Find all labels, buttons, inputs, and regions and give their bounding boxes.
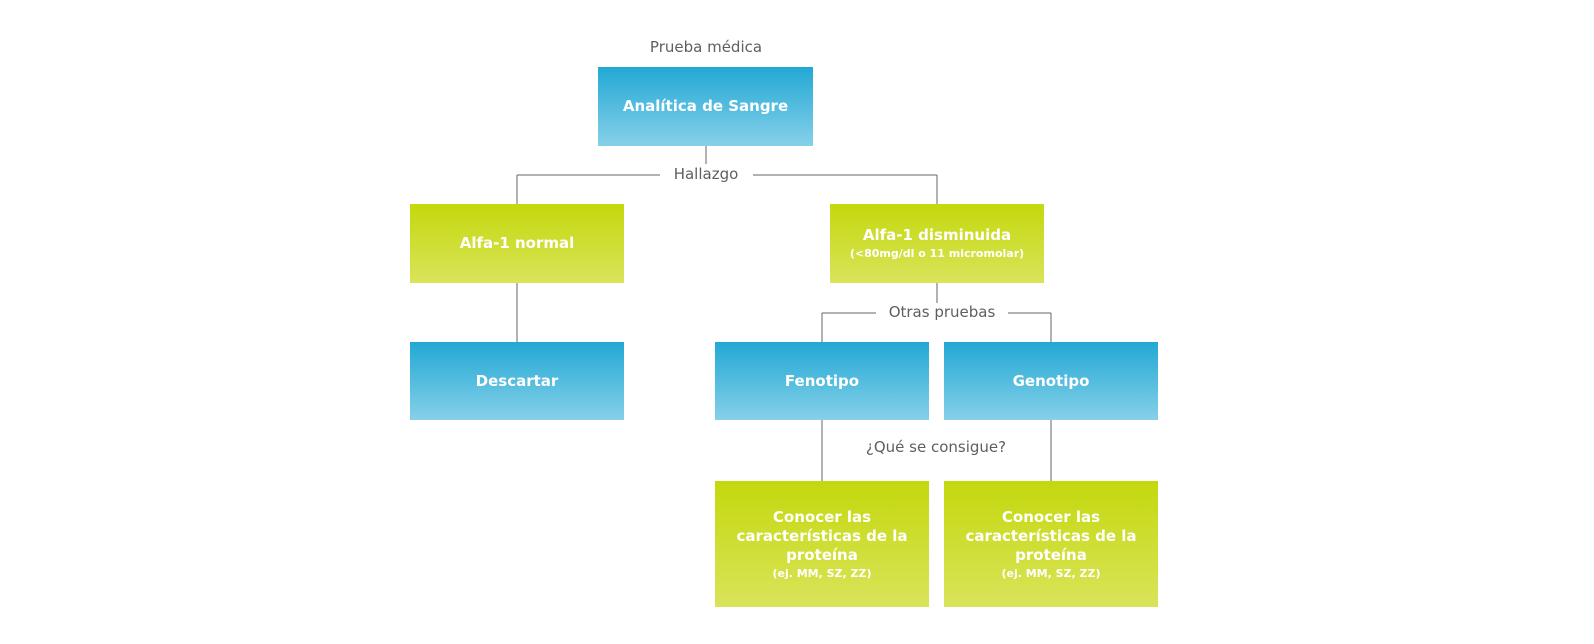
node-title: Alfa-1 disminuida xyxy=(862,226,1012,244)
node-title: Conocer las características de la proteí… xyxy=(965,507,1137,564)
finding-label: Hallazgo xyxy=(673,165,739,183)
alfa-low-node: Alfa-1 disminuida (<80mg/dl o 11 micromo… xyxy=(830,204,1044,283)
test-label: Prueba médica xyxy=(649,38,763,56)
node-subtitle: (<80mg/dl o 11 micromolar) xyxy=(849,247,1025,260)
phenotype-result-node: Conocer las características de la proteí… xyxy=(715,481,929,607)
discard-node: Descartar xyxy=(410,342,624,420)
node-title: Analítica de Sangre xyxy=(622,97,789,115)
node-title: Fenotipo xyxy=(784,371,860,390)
node-subtitle: (ej. MM, SZ, ZZ) xyxy=(1001,566,1101,580)
genotype-result-node: Conocer las características de la proteí… xyxy=(944,481,1158,607)
phenotype-node: Fenotipo xyxy=(715,342,929,420)
genotype-node: Genotipo xyxy=(944,342,1158,420)
blood-test-node: Analítica de Sangre xyxy=(598,67,813,146)
node-title: Conocer las características de la proteí… xyxy=(736,507,908,564)
outcome-label: ¿Qué se consigue? xyxy=(865,438,1007,456)
node-subtitle: (ej. MM, SZ, ZZ) xyxy=(772,566,872,580)
alfa-normal-node: Alfa-1 normal xyxy=(410,204,624,283)
node-title: Genotipo xyxy=(1012,371,1090,390)
other-tests-label: Otras pruebas xyxy=(888,303,996,321)
node-title: Alfa-1 normal xyxy=(459,234,575,252)
node-title: Descartar xyxy=(475,371,559,390)
